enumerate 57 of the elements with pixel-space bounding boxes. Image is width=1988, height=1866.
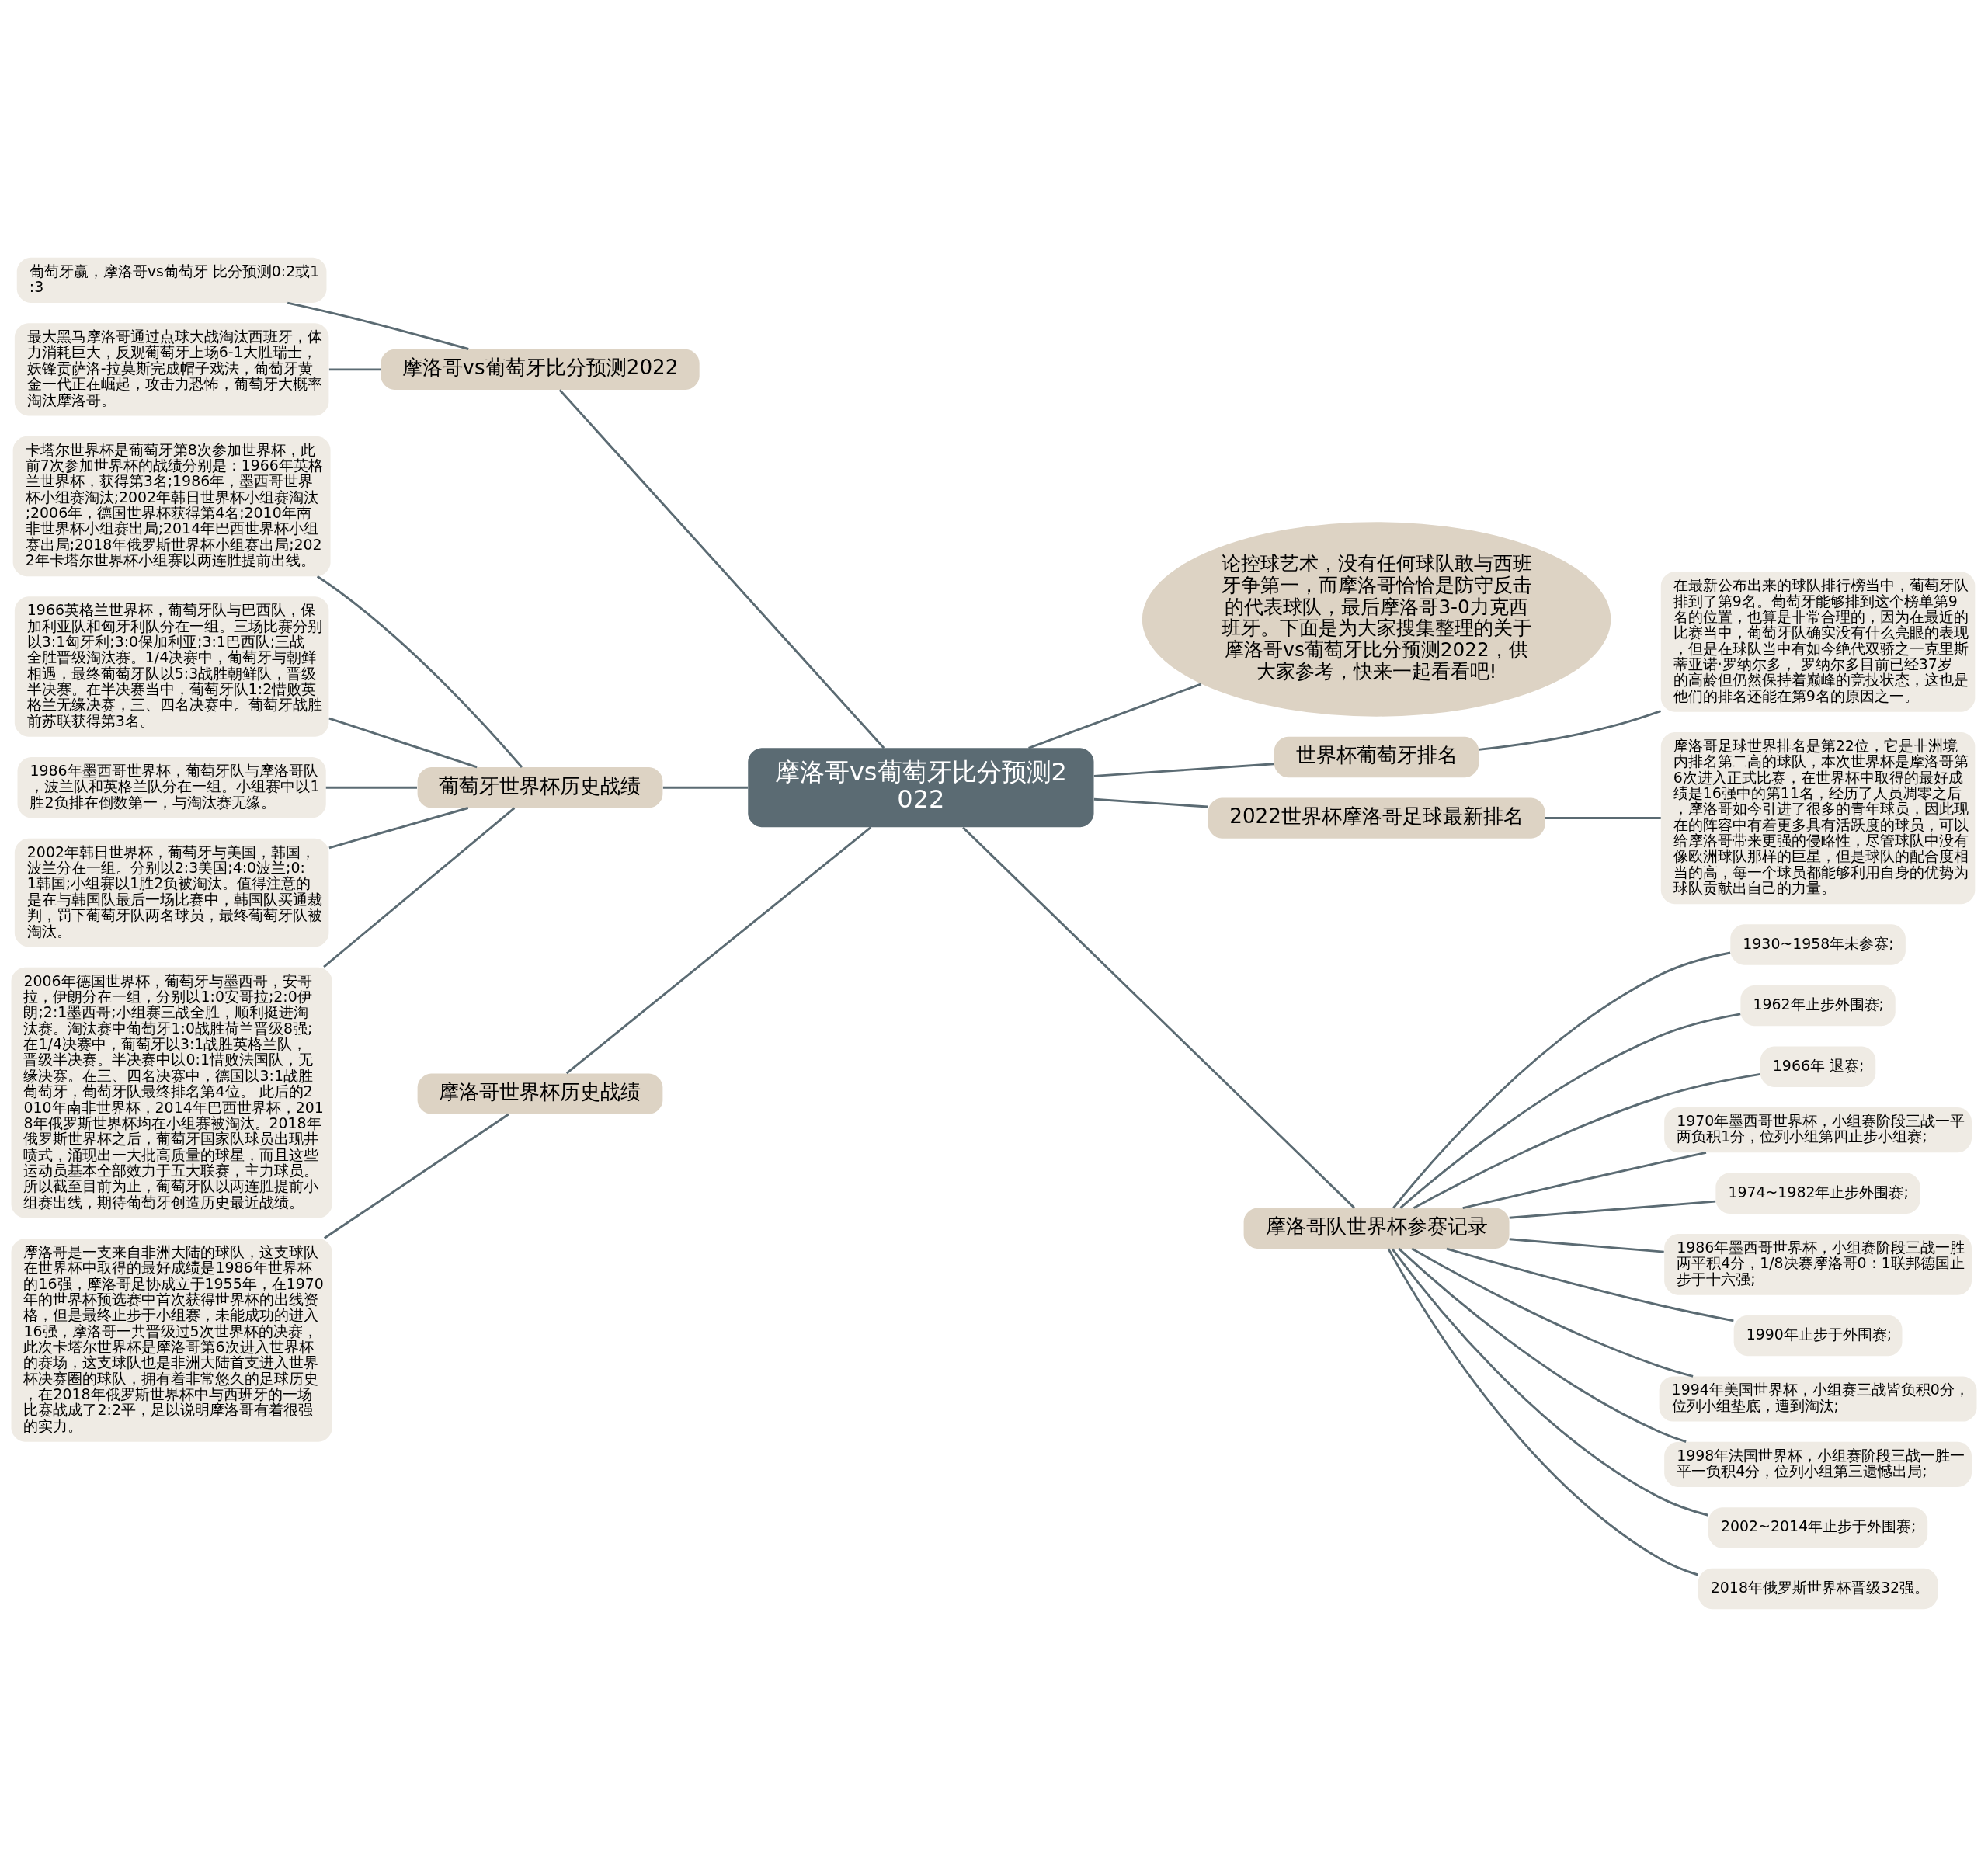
node-box: 摩洛哥足球世界排名是第22位，它是非洲境内排名第二高的球队，本次世界杯是摩洛哥第6次进入正式比赛，在世界杯中取得的最好成绩是16强中的第11名，经历了人员凋零之后，摩洛哥如今引进了很多的青年球员，因此现在的阵容中有着更多具有活跃度的球员，可以给摩洛哥带来更强的侵略性，尽管球队中没有像欧洲球队那样的巨星，但是球队的配合度相当的高，每一个球员都能够利用自身的优势为球队贡献出自己的力量。 bbox=[1660, 731, 1976, 904]
node-box: 在最新公布出来的球队排行榜当中，葡萄牙队排到了第9名。葡萄牙能够排到这个榜单第9名的位置，也算是非常合理的，因为在最近的比赛当中，葡萄牙队确实没有什么亮眼的表现，但是在球队当中有如今绝代双骄之一克里斯蒂亚诺·罗纳尔多， 罗纳尔多目前已经37岁的高龄但仍然保持着巅峰的竞技状态，这也是他们的排名还能在第9名的原因之一。 bbox=[1660, 571, 1976, 712]
connector bbox=[328, 806, 469, 849]
node-box: 1986年墨西哥世界杯，葡萄牙队与摩洛哥队，波兰队和英格兰队分在一组。小组赛中以1胜2负排在倒数第一，与淘汰赛无缘。 bbox=[17, 756, 326, 818]
node-box: 摩洛哥vs葡萄牙比分预测2022 bbox=[748, 747, 1094, 827]
connector bbox=[328, 717, 478, 768]
node-box: 1962年止步外围赛; bbox=[1740, 985, 1896, 1026]
connector bbox=[1398, 1247, 1687, 1443]
connector bbox=[1399, 1012, 1741, 1208]
node-ellipse: 论控球艺术，没有任何球队敢与西班牙争第一，而摩洛哥恰恰是防守反击的代表球队，最后摩洛哥3-0力克西班牙。下面是为大家搜集整理的关于摩洛哥vs葡萄牙比分预测2022，供大家参考，快来一起看看吧! bbox=[1142, 521, 1611, 717]
connector bbox=[558, 388, 885, 749]
connector bbox=[328, 367, 381, 370]
connector bbox=[962, 826, 1355, 1208]
node-box: 卡塔尔世界杯是葡萄牙第8次参加世界杯，此前7次参加世界杯的战绩分别是：1966年英格兰世界杯，获得第3名;1986年，墨西哥世界杯小组赛淘汰;2002年韩日世界杯小组赛淘汰;2006年，德国世界杯获得第4名;2010年南非世界杯小组赛出局;2014年巴西世界杯小组赛出局;2018年俄罗斯世界杯小组赛出局;2022年卡塔尔世界杯小组赛以两连胜提前出线。 bbox=[12, 436, 331, 576]
node-box: 摩洛哥vs葡萄牙比分预测2022 bbox=[381, 349, 700, 390]
connector bbox=[1093, 762, 1274, 777]
connector bbox=[1387, 1247, 1698, 1576]
node-box: 1974~1982年止步外围赛; bbox=[1715, 1173, 1920, 1214]
connector bbox=[323, 807, 516, 968]
node-box: 1970年墨西哥世界杯，小组赛阶段三战一平两负积1分，位列小组第四止步小组赛; bbox=[1664, 1107, 1972, 1152]
node-box: 2002年韩日世界杯，葡萄牙与美国，韩国，波兰分在一组。分别以2:3美国;4:0波兰;0:1韩国;小组赛以1胜2负被淘汰。值得注意的是在与韩国队最后一场比赛中，韩国队买通裁判，罚下葡萄牙队两名球员，最终葡萄牙队被淘汰。 bbox=[14, 838, 329, 947]
node-box: 摩洛哥是一支来自非洲大陆的球队，这支球队在世界杯中取得的最好成绩是1986年世界杯的16强，摩洛哥足协成立于1955年，在1970年的世界杯预选赛中首次获得世界杯的出线资格，但是最终止步于小组赛，未能成功的进入16强，摩洛哥一共晋级过5次世界杯的决赛，此次卡塔尔世界杯是摩洛哥第6次进入世界杯的赛场，这支球队也是非洲大陆首支进入世界杯决赛圈的球队，拥有着非常悠久的足球历史，在2018年俄罗斯世界杯中与西班牙的一场比赛战成了2:2平，足以说明摩洛哥有着很强的实力。 bbox=[11, 1238, 332, 1442]
node-box: 2006年德国世界杯，葡萄牙与墨西哥，安哥拉，伊朗分在一组，分别以1:0安哥拉;2:0伊朗;2:1墨西哥;小组赛三战全胜，顺利挺进淘汰赛。淘汰赛中葡萄牙1:0战胜荷兰晋级8强;在1/4决赛中，葡萄牙以3:1战胜英格兰队，晋级半决赛。半决赛中以0:1惜败法国队，无缘决赛。在三、四名决赛中，德国以3:1战胜葡萄牙，葡萄牙队最终排名第4位。 此后的2010年南非世界杯，2014年巴西世界杯，2018年俄罗斯世界杯均在小组赛被淘汰。2018年俄罗斯世界杯之后，葡萄牙国家队球员出现井喷式，涌现出一大批高质量的球星，而且这些运动员基本全部效力于五大联赛，主力球员。所以截至目前为止，葡萄牙队以两连胜提前小组赛出线，期待葡萄牙创造历史最近战绩。 bbox=[11, 967, 332, 1218]
node-box: 1966英格兰世界杯，葡萄牙队与巴西队，保加利亚队和匈牙利队分在一组。三场比赛分别以3:1匈牙利;3:0保加利亚;3:1巴西队;三战全胜晋级淘汰赛。1/4决赛中，葡萄牙与朝鲜相遇，最终葡萄牙队以5:3战胜朝鲜队，晋级半决赛。在半决赛当中，葡萄牙队1:2惜败英格兰无缘决赛，三、四名决赛中。葡萄牙战胜前苏联获得第3名。 bbox=[14, 596, 329, 737]
connector bbox=[1509, 1237, 1664, 1253]
node-box: 1990年止步于外围赛; bbox=[1733, 1315, 1903, 1356]
connector bbox=[1392, 951, 1731, 1208]
node-box: 世界杯葡萄牙排名 bbox=[1274, 736, 1479, 777]
node-box: 2022世界杯摩洛哥足球最新排名 bbox=[1208, 797, 1545, 839]
node-box: 1998年法国世界杯，小组赛阶段三战一胜一平一负积4分，位列小组第三遗憾出局; bbox=[1664, 1441, 1972, 1487]
connector bbox=[1413, 1072, 1760, 1209]
connector bbox=[1411, 1247, 1694, 1378]
node-box: 摩洛哥队世界杯参赛记录 bbox=[1243, 1208, 1510, 1249]
connector bbox=[1479, 709, 1661, 751]
node-box: 1994年美国世界杯，小组赛三战皆负积0分，位列小组垫底，遭到淘汰; bbox=[1659, 1375, 1977, 1422]
connector bbox=[287, 301, 469, 350]
node-box: 1986年墨西哥世界杯，小组赛阶段三战一胜两平积4分，1/8决赛摩洛哥0：1联邦德国止步于十六强; bbox=[1664, 1233, 1972, 1295]
connector bbox=[1028, 682, 1202, 749]
node-box: 1930~1958年未参赛; bbox=[1730, 923, 1906, 965]
connector bbox=[1391, 1247, 1708, 1517]
node-box: 2002~2014年止步于外围赛; bbox=[1708, 1506, 1928, 1548]
connector bbox=[1093, 797, 1208, 808]
node-box: 1966年 退赛; bbox=[1760, 1046, 1876, 1087]
connector bbox=[1545, 816, 1661, 819]
connector bbox=[662, 786, 748, 789]
connector bbox=[323, 1113, 509, 1239]
node-box: 葡萄牙赢，摩洛哥vs葡萄牙 比分预测0:2或1:3 bbox=[16, 257, 327, 303]
connector bbox=[1509, 1200, 1716, 1219]
node-box: 葡萄牙世界杯历史战绩 bbox=[417, 766, 663, 808]
connector bbox=[565, 825, 872, 1074]
connector bbox=[316, 575, 523, 768]
node-box: 摩洛哥世界杯历史战绩 bbox=[417, 1072, 663, 1114]
node-box: 最大黑马摩洛哥通过点球大战淘汰西班牙，体力消耗巨大，反观葡萄牙上场6-1大胜瑞士，妖锋贡萨洛-拉莫斯完成帽子戏法，葡萄牙黄金一代正在崛起，攻击力恐怖，葡萄牙大概率淘汰摩洛哥。 bbox=[14, 322, 329, 416]
connector bbox=[1462, 1151, 1707, 1209]
connector bbox=[325, 786, 417, 789]
node-box: 2018年俄罗斯世界杯晋级32强。 bbox=[1698, 1568, 1938, 1609]
connector bbox=[1446, 1247, 1734, 1322]
